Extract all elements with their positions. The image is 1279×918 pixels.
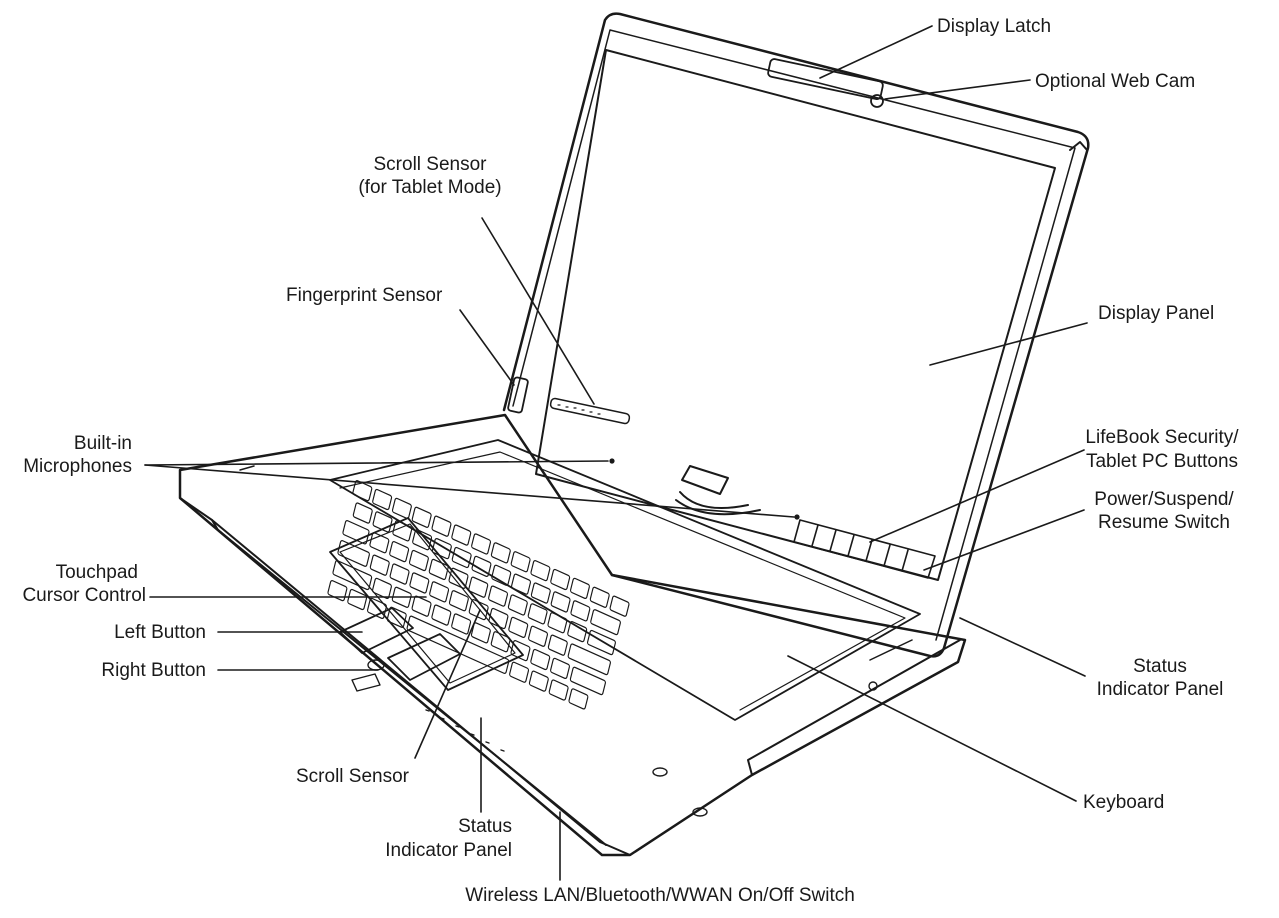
lid-scroll-sensor-shape xyxy=(549,397,631,425)
leader-fingerprint xyxy=(459,309,515,386)
tablet-buttons-strip xyxy=(793,519,936,579)
swivel-hinge xyxy=(675,465,761,516)
leader-keyboard xyxy=(787,655,1077,802)
front-status-dots xyxy=(425,709,505,752)
leader-scroll-sensor xyxy=(414,609,481,759)
web-cam-shape xyxy=(870,94,884,108)
label-built-in-line2: Microphones xyxy=(23,456,132,477)
label-display-latch: Display Latch xyxy=(937,16,1052,37)
label-touchpad-line1: Touchpad xyxy=(55,562,138,583)
leader-web-cam xyxy=(884,79,1031,100)
leader-power xyxy=(923,509,1085,571)
leader-mic-a xyxy=(144,460,609,466)
display-screen xyxy=(535,49,1056,581)
label-right-button: Right Button xyxy=(101,660,206,681)
label-power-line1: Power/Suspend/ xyxy=(1094,489,1234,510)
label-scroll-sensor: Scroll Sensor xyxy=(296,766,409,787)
keyboard-keys xyxy=(327,480,630,710)
label-scroll-sensor-tablet-line2: (for Tablet Mode) xyxy=(358,177,502,198)
microphone-dot-right xyxy=(794,514,800,520)
leader-scroll-sensor-tablet xyxy=(481,217,595,405)
leader-lines xyxy=(144,25,1088,881)
leader-lifebook xyxy=(869,449,1085,543)
touchpad-shape xyxy=(329,517,524,692)
label-left-button: Left Button xyxy=(114,622,206,643)
label-status-right-line1: Status xyxy=(1133,656,1187,677)
leader-display-panel xyxy=(929,322,1088,366)
label-keyboard: Keyboard xyxy=(1083,792,1165,813)
label-status-bottom-line2: Indicator Panel xyxy=(385,840,512,861)
label-touchpad-line2: Cursor Control xyxy=(22,585,146,606)
label-status-bottom-line1: Status xyxy=(458,816,512,837)
microphone-dot-left xyxy=(609,458,615,464)
label-wireless-switch: Wireless LAN/Bluetooth/WWAN On/Off Switc… xyxy=(465,885,855,906)
display-latch-shape xyxy=(767,58,884,101)
lid-scroll-sensor-dots xyxy=(557,404,601,415)
leader-display-latch xyxy=(819,25,933,79)
leader-mic-b xyxy=(144,464,795,518)
label-optional-web-cam: Optional Web Cam xyxy=(1035,71,1196,92)
label-fingerprint-sensor: Fingerprint Sensor xyxy=(286,285,443,306)
label-lifebook-line1: LifeBook Security/ xyxy=(1085,427,1239,448)
label-built-in-line1: Built-in xyxy=(73,433,132,454)
label-power-line2: Resume Switch xyxy=(1098,512,1230,533)
label-lifebook-line2: Tablet PC Buttons xyxy=(1085,451,1239,472)
leader-status-right xyxy=(959,617,1086,677)
label-status-right-line2: Indicator Panel xyxy=(1096,679,1224,700)
fingerprint-sensor-shape xyxy=(507,376,529,414)
laptop-base xyxy=(178,413,967,857)
label-display-panel: Display Panel xyxy=(1098,303,1215,324)
display-lid xyxy=(502,12,1090,658)
label-scroll-sensor-tablet-line1: Scroll Sensor xyxy=(373,154,487,175)
